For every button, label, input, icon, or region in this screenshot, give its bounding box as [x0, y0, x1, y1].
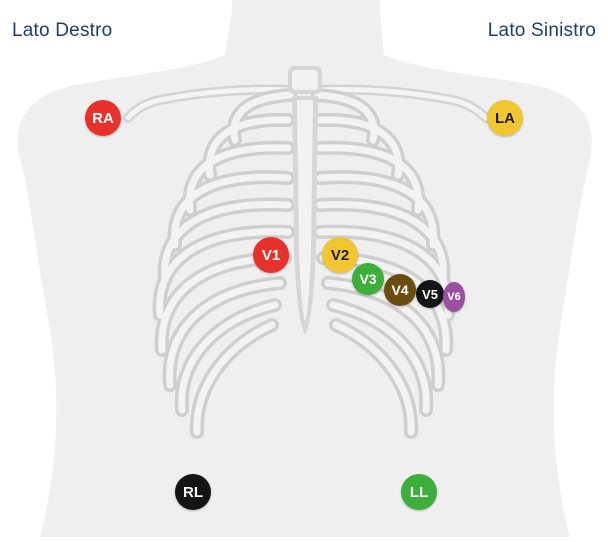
electrode-v6: V6: [443, 282, 465, 312]
electrode-v2-label: V2: [331, 247, 349, 264]
left-side-label: Lato Sinistro: [488, 20, 596, 42]
electrode-rl: RL: [175, 474, 211, 510]
electrode-v4: V4: [384, 274, 416, 306]
right-side-label: Lato Destro: [12, 20, 112, 42]
electrode-v5: V5: [416, 280, 444, 308]
electrode-v6-label: V6: [447, 291, 460, 303]
electrode-la-label: LA: [495, 110, 515, 127]
electrode-v3: V3: [352, 263, 384, 295]
electrode-ra-label: RA: [92, 110, 114, 127]
electrode-ll: LL: [401, 474, 437, 510]
electrode-v1: V1: [253, 237, 289, 273]
electrode-la: LA: [487, 100, 523, 136]
electrode-ll-label: LL: [410, 484, 428, 501]
neck: [232, 0, 380, 60]
electrode-v4-label: V4: [391, 282, 408, 298]
electrode-v2: V2: [322, 237, 358, 273]
electrode-v1-label: V1: [262, 247, 280, 264]
electrode-ra: RA: [85, 100, 121, 136]
electrode-rl-label: RL: [183, 484, 203, 501]
electrode-v5-label: V5: [422, 287, 438, 302]
electrode-v3-label: V3: [359, 271, 376, 287]
